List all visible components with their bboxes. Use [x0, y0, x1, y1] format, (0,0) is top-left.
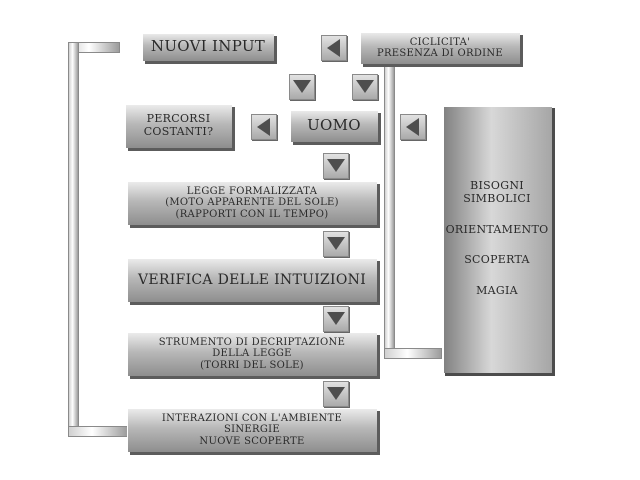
side-panel: BISOGNI SIMBOLICI ORIENTAMENTO SCOPERTA … — [442, 105, 552, 373]
side-panel-item-bisogni: BISOGNI SIMBOLICI — [463, 179, 531, 206]
node-verifica-label: VERIFICA DELLE INTUIZIONI — [137, 271, 367, 288]
node-interazioni-line-1: INTERAZIONI CON L'AMBIENTE — [161, 412, 343, 424]
triangle-left-arrow-icon — [321, 35, 347, 61]
node-legge-line-1: LEGGE FORMALIZZATA — [186, 185, 318, 197]
node-ciclicita-line-1: CICLICITA' — [409, 36, 471, 48]
triangle-down-arrow-icon — [323, 381, 349, 407]
node-ciclicita-line-2: PRESENZA DI ORDINE — [376, 48, 504, 59]
triangle-down-arrow-icon — [323, 231, 349, 257]
node-percorsi-line-2: COSTANTI? — [143, 125, 214, 138]
side-panel-item-orientamento: ORIENTAMENTO — [445, 222, 549, 236]
node-strumento: STRUMENTO DI DECRIPTAZIONE DELLA LEGGE (… — [127, 332, 377, 376]
triangle-left-arrow-icon — [251, 114, 277, 140]
node-nuovi-input: NUOVI INPUT — [142, 33, 274, 61]
node-percorsi-line-1: PERCORSI — [146, 112, 211, 126]
node-legge: LEGGE FORMALIZZATA (MOTO APPARENTE DEL S… — [127, 181, 377, 225]
node-uomo: UOMO — [290, 110, 378, 142]
node-interazioni: INTERAZIONI CON L'AMBIENTE SINERGIE NUOV… — [127, 408, 377, 452]
node-uomo-label: UOMO — [307, 116, 361, 135]
ciclicita-connector-vertical — [384, 66, 395, 358]
side-panel-item-magia: MAGIA — [476, 283, 518, 297]
node-interazioni-line-2: SINERGIE — [223, 424, 281, 436]
node-strumento-line-3: (TORRI DEL SOLE) — [200, 359, 304, 371]
triangle-down-arrow-icon — [323, 306, 349, 332]
node-strumento-line-2: DELLA LEGGE — [212, 348, 292, 360]
node-strumento-line-1: STRUMENTO DI DECRIPTAZIONE — [158, 336, 346, 348]
node-ciclicita: CICLICITA' PRESENZA DI ORDINE — [360, 32, 520, 64]
node-nuovi-input-label: NUOVI INPUT — [150, 37, 266, 56]
triangle-left-arrow-icon — [400, 114, 426, 140]
feedback-loop-bottom — [68, 426, 128, 437]
node-verifica: VERIFICA DELLE INTUIZIONI — [127, 258, 377, 302]
feedback-loop-left — [68, 42, 79, 436]
ciclicita-connector-horizontal — [384, 348, 442, 359]
triangle-down-arrow-icon — [289, 74, 315, 100]
node-legge-line-2: (MOTO APPARENTE DEL SOLE) — [165, 197, 339, 209]
triangle-down-arrow-icon — [352, 74, 378, 100]
triangle-down-arrow-icon — [323, 153, 349, 179]
node-legge-line-3: (RAPPORTI CON IL TEMPO) — [175, 208, 329, 220]
node-interazioni-line-3: NUOVE SCOPERTE — [199, 435, 305, 447]
node-percorsi: PERCORSI COSTANTI? — [125, 104, 232, 148]
side-panel-item-scoperta: SCOPERTA — [464, 253, 530, 267]
